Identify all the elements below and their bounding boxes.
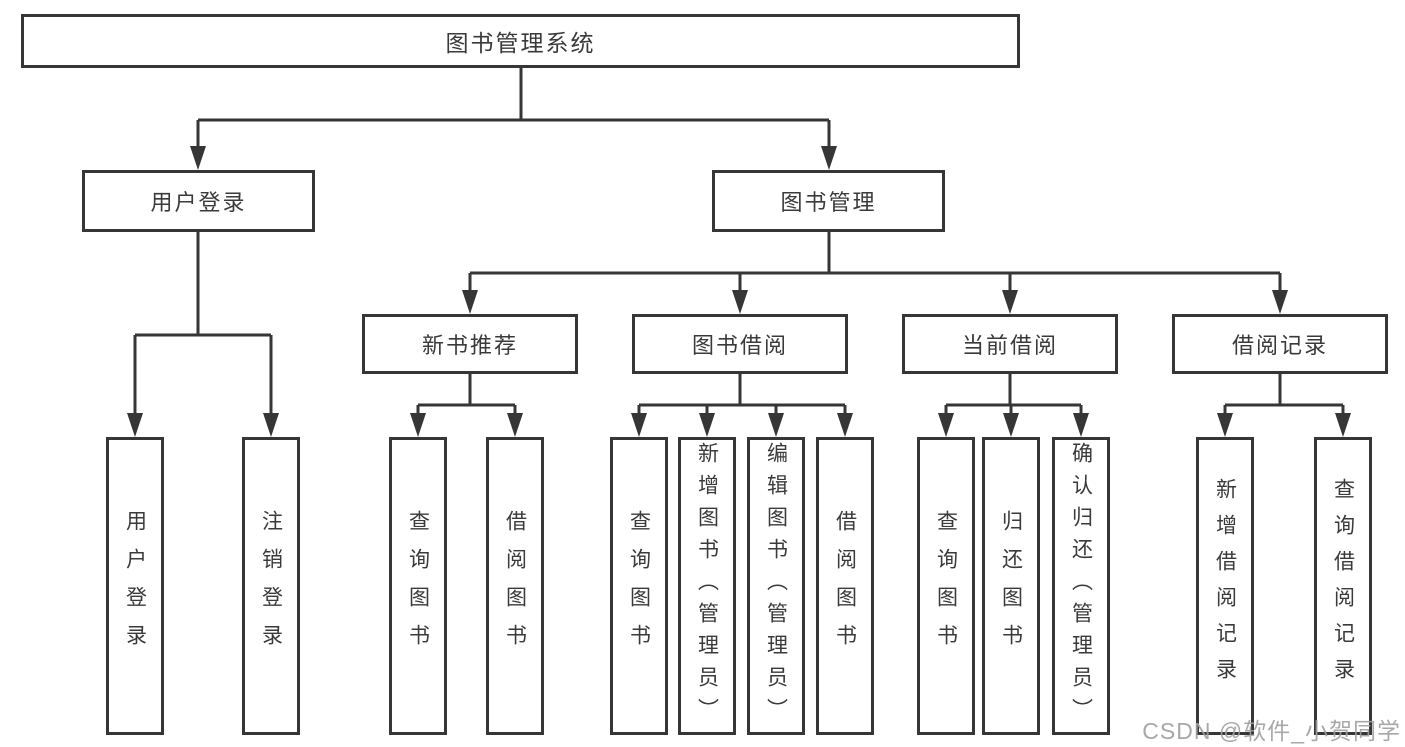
- node-user-login: 用户登录: [82, 170, 315, 232]
- node-label: 归还图书: [999, 510, 1023, 662]
- node-label: 注销登录: [259, 510, 283, 662]
- node-label: 图书管理系统: [445, 30, 596, 56]
- leaf-logout-login: 注销登录: [242, 437, 300, 735]
- csdn-watermark: CSDN @软件_小贺同学: [1142, 718, 1401, 744]
- node-label: 当前借阅: [961, 333, 1058, 358]
- node-borrowing-records: 借阅记录: [1172, 314, 1388, 374]
- node-label: 编辑图书（管理员）: [764, 442, 788, 730]
- node-label: 图书借阅: [691, 333, 788, 358]
- node-label: 新书推荐: [421, 333, 518, 358]
- leaf-query-borrow-record: 查询借阅记录: [1314, 437, 1372, 735]
- node-book-management: 图书管理: [712, 170, 945, 232]
- node-label: 新增借阅记录: [1213, 478, 1237, 694]
- node-label: 查询借阅记录: [1331, 478, 1355, 694]
- arrowheads: [127, 146, 1351, 437]
- node-label: 用户登录: [150, 190, 247, 215]
- leaf-borrow-books: 借阅图书: [816, 437, 874, 735]
- leaf-query-books-borrowing: 查询图书: [610, 437, 668, 735]
- node-label: 查询图书: [406, 510, 430, 662]
- leaf-add-borrow-record: 新增借阅记录: [1196, 437, 1254, 735]
- node-label: 借阅图书: [503, 510, 527, 662]
- node-book-management-system: 图书管理系统: [21, 14, 1020, 68]
- leaf-query-books-current: 查询图书: [917, 437, 975, 735]
- leaf-borrow-books-recommend: 借阅图书: [486, 437, 544, 735]
- leaf-query-books-recommend: 查询图书: [389, 437, 447, 735]
- node-label: 借阅图书: [833, 510, 857, 662]
- node-label: 确认归还（管理员）: [1069, 442, 1093, 730]
- leaf-return-books: 归还图书: [982, 437, 1040, 735]
- node-current-borrowing: 当前借阅: [902, 314, 1118, 374]
- node-label: 图书管理: [780, 190, 877, 215]
- leaf-confirm-return-admin: 确认归还（管理员）: [1052, 437, 1110, 735]
- node-label: 借阅记录: [1231, 333, 1328, 358]
- node-label: 查询图书: [934, 510, 958, 662]
- node-book-borrowing: 图书借阅: [632, 314, 848, 374]
- node-label: 查询图书: [627, 510, 651, 662]
- node-new-book-recommend: 新书推荐: [362, 314, 578, 374]
- node-label: 用户登录: [123, 510, 147, 662]
- leaf-edit-books-admin: 编辑图书（管理员）: [747, 437, 805, 735]
- node-label: 新增图书（管理员）: [695, 442, 719, 730]
- leaf-add-books-admin: 新增图书（管理员）: [678, 437, 736, 735]
- leaf-user-login: 用户登录: [106, 437, 164, 735]
